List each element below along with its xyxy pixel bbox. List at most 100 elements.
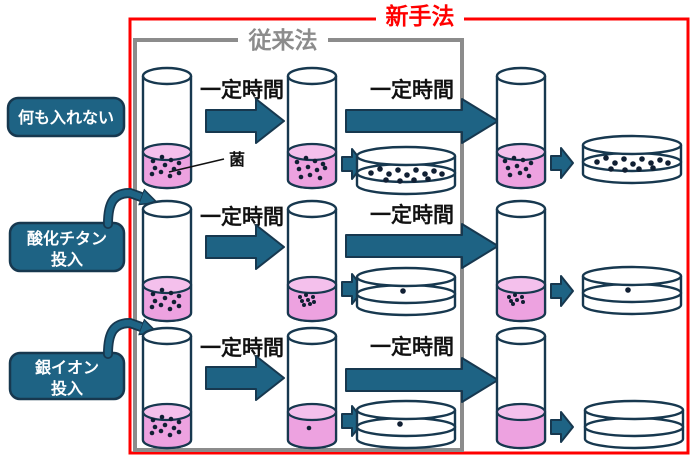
time-arrow-label: 一定時間 (200, 205, 284, 229)
beaker-new-method (495, 66, 547, 190)
dot (397, 178, 403, 184)
row-label-no-additive: 何も入れない (6, 96, 126, 138)
bacteria-dots (149, 154, 182, 179)
dot (168, 290, 174, 296)
dot (149, 171, 155, 177)
beaker-start (141, 66, 193, 190)
dot (386, 171, 392, 177)
dot (521, 300, 525, 304)
dot (312, 300, 316, 304)
time-arrow-long-icon (345, 98, 499, 144)
colony-dots (594, 155, 671, 173)
beaker-after-time (286, 66, 338, 190)
dot (505, 165, 511, 171)
pour-arrow-silver-icon (103, 317, 144, 359)
dot (167, 432, 173, 438)
dot (167, 306, 173, 312)
pour-arrow-titanium-icon (103, 187, 144, 229)
dot (158, 302, 164, 308)
dot (377, 166, 383, 172)
dot (167, 173, 173, 179)
dot (159, 287, 165, 293)
dot (311, 295, 315, 299)
dot (305, 164, 311, 170)
time-arrow-label: 一定時間 (370, 203, 454, 227)
dot (168, 157, 174, 163)
dot (509, 299, 513, 303)
time-arrow-icon (205, 98, 285, 144)
dot (411, 177, 417, 183)
bacteria-pointer-line (168, 158, 225, 173)
bacteria-dots (507, 293, 525, 306)
dot (383, 177, 389, 183)
new-method-title: 新手法 (386, 3, 455, 30)
colony-dots (397, 421, 403, 427)
dot (171, 425, 177, 431)
row-label-titanium-dioxide: 酸化チタン 投入 (8, 221, 126, 273)
dot (306, 298, 310, 302)
dot (306, 425, 312, 431)
dot (176, 429, 182, 435)
dot (513, 293, 517, 297)
dot (630, 161, 636, 167)
dot (507, 172, 513, 178)
beaker-start (141, 199, 193, 323)
petri-dish-new-method (583, 399, 685, 450)
dot (307, 172, 313, 178)
dot (159, 154, 165, 160)
dot (317, 175, 323, 181)
dot (520, 295, 524, 299)
dot (176, 303, 182, 309)
dot (162, 295, 168, 301)
time-arrow-label: 一定時間 (370, 78, 454, 102)
transfer-arrow-icon (550, 411, 574, 443)
transfer-arrow-icon (550, 147, 574, 179)
dot (152, 424, 158, 430)
dot (294, 159, 300, 165)
label-text-line2: 投入 (51, 250, 83, 269)
dot (149, 430, 155, 436)
dot (523, 166, 529, 172)
dot (176, 293, 182, 299)
conventional-method-title-bg (238, 28, 328, 52)
dot (515, 298, 519, 302)
dot (528, 160, 534, 166)
label-box (8, 351, 126, 401)
dot (176, 160, 182, 166)
dot (511, 155, 517, 161)
dot (625, 287, 631, 293)
bacteria-dots (149, 414, 182, 438)
dot (171, 299, 177, 305)
label-text: 何も入れない (18, 108, 114, 127)
dot (612, 160, 618, 166)
beaker-after-time (286, 326, 338, 450)
dot (314, 167, 320, 173)
dot (296, 166, 302, 172)
dot (413, 167, 419, 173)
dot (149, 304, 155, 310)
dot (320, 161, 326, 167)
dot (622, 167, 628, 173)
colony-dots (368, 166, 445, 184)
bacteria-dots (294, 155, 328, 181)
dot (439, 171, 445, 177)
dot (312, 158, 318, 164)
time-arrow-icon (205, 224, 285, 270)
bacteria-dots (149, 287, 182, 312)
dot (639, 156, 645, 162)
dot (520, 157, 526, 163)
dot (176, 170, 182, 176)
time-arrow-label: 一定時間 (200, 336, 284, 360)
time-arrow-icon (205, 355, 285, 401)
dot (400, 288, 406, 294)
label-box (6, 96, 126, 138)
dot (158, 428, 164, 434)
new-method-title-bg (376, 4, 464, 28)
dot (422, 171, 428, 177)
label-box (8, 221, 126, 273)
dot (150, 291, 156, 297)
dot (608, 166, 614, 172)
dot (298, 295, 302, 299)
dot (621, 156, 627, 162)
bacteria-dots (502, 155, 534, 179)
